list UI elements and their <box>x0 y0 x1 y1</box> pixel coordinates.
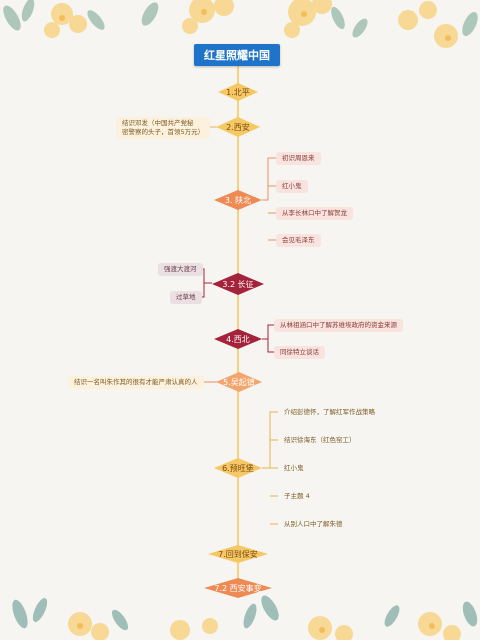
leaf-yuwangbao-4[interactable]: 子主题 4 <box>284 492 310 500</box>
node-label: 6.预旺堡 <box>222 463 254 473</box>
node-label: 3.2 长征 <box>222 279 254 289</box>
diamond-shape <box>212 273 264 295</box>
node-xibei[interactable]: 4.西北 <box>214 329 262 349</box>
node-changzheng[interactable]: 3.2 长征 <box>212 273 264 295</box>
leaf-text-line: 密警察的头子，首领5万元） <box>122 127 205 136</box>
diamond-shape <box>216 372 262 392</box>
diamond-shape <box>218 83 258 101</box>
leaf-shaanbei-3[interactable]: 从李长林口中了解贺龙 <box>276 207 353 220</box>
node-label: 2.西安 <box>226 122 250 132</box>
leaf-text-line: 结识邓发（中国共产党秘 <box>122 119 194 127</box>
node-label: 5.吴起镇 <box>223 377 255 387</box>
node-xianshibian[interactable]: 7.2 西安事变 <box>204 578 272 598</box>
node-wuqizhen[interactable]: 5.吴起镇 <box>216 372 262 392</box>
node-yuwangbao[interactable]: 6.预旺堡 <box>214 458 262 478</box>
node-xian[interactable]: 2.西安 <box>216 117 260 137</box>
diamond-shape <box>204 578 272 598</box>
leaf-shaanbei-2[interactable]: 红小鬼 <box>276 180 308 193</box>
diamond-shape <box>208 545 268 563</box>
leaf-changzheng-1[interactable]: 强渡大渡河 <box>158 263 203 276</box>
leaf-wuqizhen-1[interactable]: 结识一名叫朱作其的很有才能严肃认真的人 <box>68 376 204 389</box>
leaf-shaanbei-4[interactable]: 会见毛泽东 <box>276 234 321 247</box>
leaf-yuwangbao-2[interactable]: 结识徐海东（红色窑工） <box>284 436 356 444</box>
leaf-xibei-1[interactable]: 从林祖涵口中了解苏维埃政府的资金来源 <box>274 319 403 332</box>
leaf-yuwangbao-5[interactable]: 从别人口中了解朱德 <box>284 520 343 528</box>
branch-line <box>262 411 278 525</box>
leaf-xian-deng-fa[interactable]: 结识邓发（中国共产党秘 密警察的头子，首领5万元） <box>116 117 211 139</box>
leaf-yuwangbao-1[interactable]: 介绍彭德怀，了解红军作战策略 <box>284 408 375 416</box>
node-label: 7.回到保安 <box>218 549 258 559</box>
mindmap-title: 红星照耀中国 <box>194 44 280 66</box>
branch-line <box>262 324 274 353</box>
node-beiping[interactable]: 1.北平 <box>218 83 258 101</box>
diamond-shape <box>214 329 262 349</box>
node-label: 1.北平 <box>226 87 250 97</box>
leaf-shaanbei-1[interactable]: 初识周恩来 <box>276 152 321 165</box>
diamond-shape <box>214 458 262 478</box>
node-label: 7.2 西安事变 <box>214 583 262 593</box>
leaf-changzheng-2[interactable]: 过草地 <box>170 291 202 304</box>
node-label: 4.西北 <box>226 334 250 344</box>
leaf-xibei-2[interactable]: 同徐特立谈话 <box>274 346 325 359</box>
branch-line <box>262 157 276 241</box>
node-shaanbei[interactable]: 3. 陕北 <box>214 190 262 210</box>
diamond-shape <box>216 117 260 137</box>
node-label: 3. 陕北 <box>224 195 252 205</box>
leaf-yuwangbao-3[interactable]: 红小鬼 <box>284 464 304 472</box>
diamond-shape <box>214 190 262 210</box>
node-baoan[interactable]: 7.回到保安 <box>208 545 268 563</box>
